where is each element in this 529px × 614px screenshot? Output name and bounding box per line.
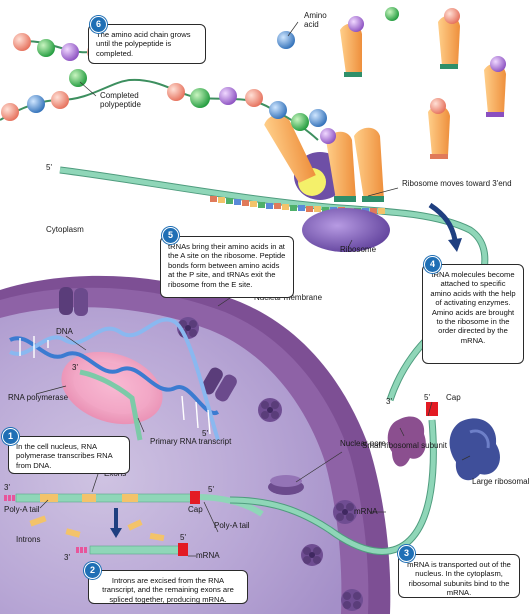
- step-6-badge: 6: [90, 16, 107, 33]
- step-2-text: Introns are excised from the RNA transcr…: [102, 576, 234, 604]
- trna-icon: [264, 15, 506, 202]
- movement-arrow: [428, 202, 458, 241]
- step-3-badge: 3: [398, 545, 415, 562]
- label-mrna-low: mRNA: [196, 551, 220, 560]
- label-3prime-mrna-low: 3': [64, 553, 70, 562]
- label-5prime-pre: 5': [208, 485, 214, 494]
- step-4-text: tRNA molecules become attached to specif…: [430, 270, 516, 345]
- label-3prime-mrna: 3': [386, 397, 392, 406]
- ribosome-icon: [387, 416, 501, 481]
- step-1-box: In the cell nucleus, RNA polymerase tran…: [8, 436, 130, 474]
- label-ribosome: Ribosome: [340, 245, 377, 254]
- label-ribosome-moves: Ribosome moves toward 3'end: [402, 179, 512, 188]
- step-2-box: Introns are excised from the RNA transcr…: [88, 570, 248, 604]
- label-5prime-top: 5': [46, 163, 52, 172]
- label-small-subunit: Small ribosomal subunit: [362, 441, 448, 450]
- movement-arrow-head: [448, 238, 462, 252]
- step-3-text: mRNA is transported out of the nucleus. …: [407, 560, 511, 598]
- step-5-badge: 5: [162, 227, 179, 244]
- label-cytoplasm: Cytoplasm: [46, 225, 84, 234]
- label-dna: DNA: [56, 327, 74, 336]
- primary-rna-strand: [79, 369, 143, 441]
- step-1-badge: 1: [2, 428, 19, 445]
- nuclear-pore-icon: [59, 287, 304, 495]
- step-2-badge: 2: [84, 562, 101, 579]
- pore-rosettes: [177, 317, 363, 611]
- label-5prime-mrna: 5': [424, 393, 430, 402]
- label-large-subunit: Large ribosomal subunit: [472, 477, 529, 486]
- step-1-text: In the cell nucleus, RNA polymerase tran…: [16, 442, 113, 470]
- label-nuclear-pore: Nuclear pore: [340, 439, 386, 448]
- label-5prime-dna: 5': [202, 429, 208, 438]
- label-introns: Introns: [16, 535, 40, 544]
- label-cap-top: Cap: [446, 393, 461, 402]
- label-3prime-dna: 3': [72, 363, 78, 372]
- label-primary-rna: Primary RNA transcript: [150, 437, 232, 446]
- label-5prime-mrna-low: 5': [180, 533, 186, 542]
- step-5-box: tRNAs bring their amino acids in at the …: [160, 236, 294, 298]
- label-3prime-pre: 3': [4, 483, 10, 492]
- label-rna-polymerase: RNA polymerase: [8, 393, 69, 402]
- step-4-badge: 4: [424, 256, 441, 273]
- step-4-box: tRNA molecules become attached to specif…: [422, 264, 524, 364]
- label-mrna-right: mRNA: [354, 507, 378, 516]
- step-5-text: tRNAs bring their amino acids in at the …: [168, 242, 286, 289]
- step-6-box: The amino acid chain grows until the pol…: [88, 24, 206, 64]
- label-poly-a-pre: Poly-A tail: [4, 505, 40, 514]
- step-6-text: The amino acid chain grows until the pol…: [96, 30, 191, 58]
- label-cap-pre: Cap: [188, 505, 203, 514]
- amino-acid-bead-icon: [0, 7, 506, 144]
- pre-mrna: [4, 491, 264, 556]
- step-3-box: mRNA is transported out of the nucleus. …: [398, 554, 520, 598]
- label-poly-a-mrna: Poly-A tail: [214, 521, 250, 530]
